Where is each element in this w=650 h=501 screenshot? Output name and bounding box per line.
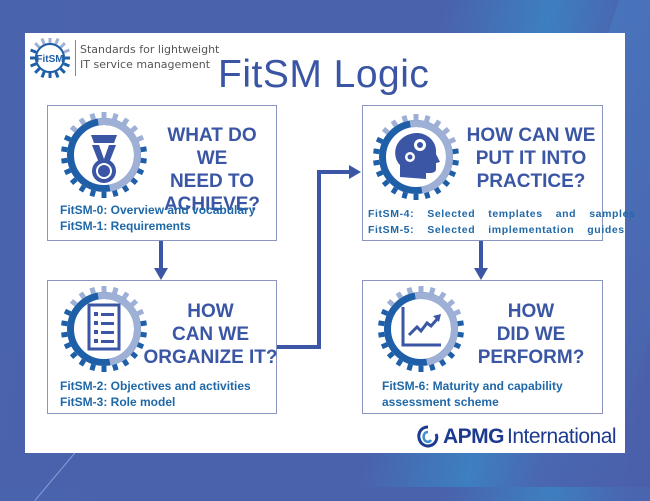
ref-item: FitSM-3: Role model	[60, 395, 176, 409]
page-title: FitSM Logic	[218, 53, 430, 96]
question-line: PERFORM?	[477, 347, 585, 368]
question-line: WHAT DO WE	[167, 125, 257, 169]
question-line: ACHIEVE?	[163, 194, 261, 215]
question-line: HOW	[187, 301, 234, 322]
ref-item: FitSM-6: Maturity and capability	[382, 379, 563, 393]
question-line: HOW CAN WE	[466, 125, 596, 146]
gear-icon	[373, 114, 459, 200]
ref-item: FitSM-0: Overview and vocabulary	[60, 203, 256, 217]
question-text: WHAT DO WE NEED TO ACHIEVE?	[151, 124, 273, 216]
question-line: PRACTICE?	[476, 171, 586, 192]
ref-item: FitSM-1: Requirements	[60, 219, 191, 233]
refs-list: FitSM-4: Selected templates and samples …	[368, 206, 635, 238]
question-line: NEED TO	[169, 171, 255, 192]
refs-list: FitSM-0: Overview and vocabulary FitSM-1…	[60, 202, 255, 234]
refs-list: FitSM-2: Objectives and activities FitSM…	[60, 378, 251, 410]
logo-divider	[75, 40, 76, 76]
tagline-line-2: IT service management	[80, 58, 211, 71]
tagline: Standards for lightweight IT service man…	[80, 42, 219, 72]
head-gears-icon	[395, 133, 440, 179]
question-line: CAN WE	[171, 324, 250, 345]
box-achieve: WHAT DO WE NEED TO ACHIEVE? FitSM-0: Ove…	[47, 105, 277, 241]
gear-icon	[61, 286, 147, 372]
ref-item: FitSM-4: Selected templates and samples	[368, 208, 636, 220]
question-text: HOW CAN WE PUT IT INTO PRACTICE?	[466, 124, 596, 193]
ref-item: FitSM-5: Selected implementation guides	[368, 224, 625, 236]
refs-list: FitSM-6: Maturity and capability assessm…	[382, 378, 563, 410]
question-line: DID WE	[496, 324, 566, 345]
fitsm-logo-icon: FitSM	[30, 38, 70, 78]
question-line: PUT IT INTO	[475, 148, 587, 169]
gear-icon	[61, 112, 147, 198]
box-perform: HOW DID WE PERFORM? FitSM-6: Maturity an…	[362, 280, 603, 414]
chart-trend-icon	[401, 307, 441, 347]
ref-item: assessment scheme	[382, 395, 499, 409]
tagline-line-1: Standards for lightweight	[80, 43, 220, 56]
question-line: HOW	[507, 301, 555, 322]
apmg-brand-light: International	[507, 425, 617, 448]
box-organize: HOW CAN WE ORGANIZE IT? FitSM-2: Objecti…	[47, 280, 278, 414]
question-text: HOW DID WE PERFORM?	[471, 300, 591, 369]
box-practice: HOW CAN WE PUT IT INTO PRACTICE? FitSM-4…	[362, 105, 635, 241]
apmg-brand-bold: APMG	[443, 425, 505, 448]
medal-icon	[91, 135, 117, 183]
apmg-swirl-icon	[417, 425, 439, 448]
question-line: ORGANIZE IT?	[143, 347, 278, 368]
ref-item: FitSM-2: Objectives and activities	[60, 379, 251, 393]
gear-icon	[378, 286, 464, 372]
apmg-logo: APMG International	[417, 423, 617, 451]
logo-text: FitSM	[36, 54, 63, 65]
checklist-icon	[87, 303, 121, 351]
question-text: HOW CAN WE ORGANIZE IT?	[143, 300, 278, 369]
